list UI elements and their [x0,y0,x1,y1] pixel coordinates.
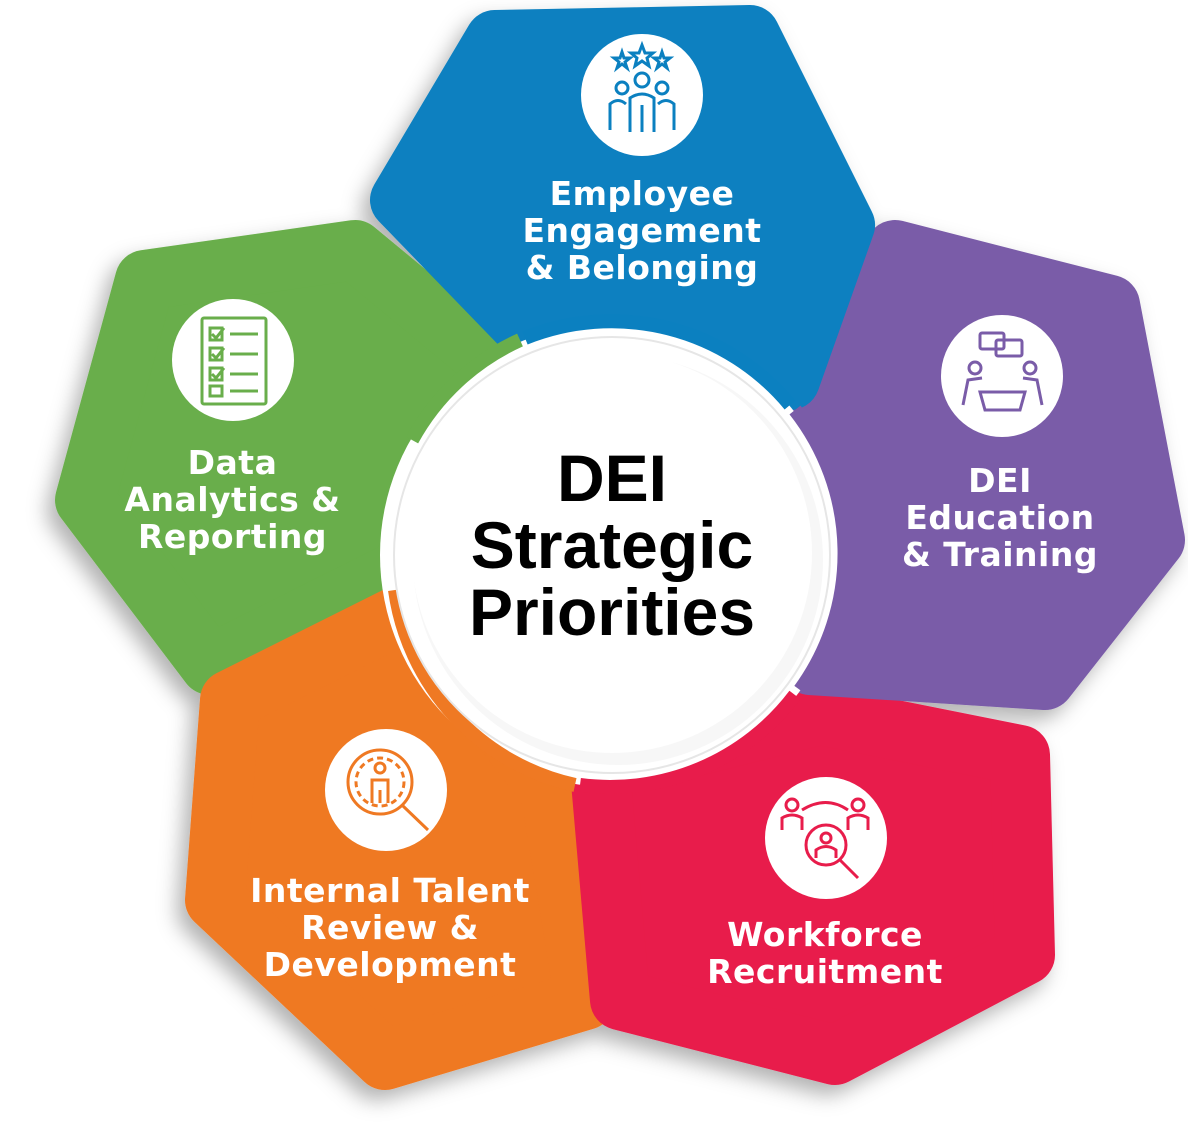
label-workforce-recruitment: Workforce Recruitment [707,915,943,991]
checklist-icon [172,299,294,421]
recruitment-search-icon [765,777,887,899]
talent-magnifier-icon [325,729,447,851]
team-stars-icon [581,34,703,156]
label-internal-talent: Internal Talent Review & Development [250,871,530,984]
center-title: DEI Strategic Priorities [468,441,756,649]
label-employee-engagement: Employee Engagement & Belonging [522,174,762,287]
label-dei-education: DEI Education & Training [902,461,1098,574]
label-data-analytics: Data Analytics & Reporting [124,443,341,556]
meeting-discussion-icon [941,315,1063,437]
